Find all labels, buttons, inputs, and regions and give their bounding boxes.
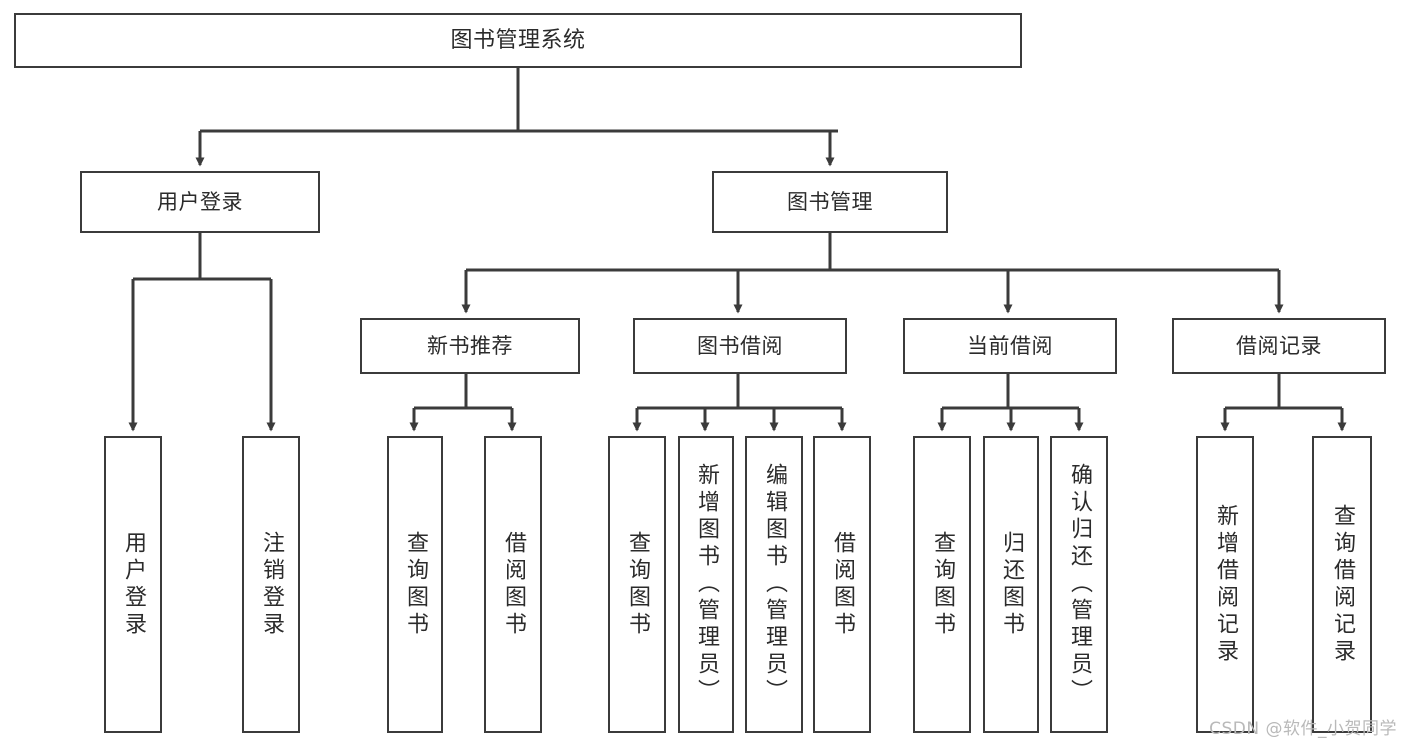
node-user-login-label: 用户登录: [157, 189, 243, 214]
node-leaf-confirm-return-label: 确认归还（管理员）: [1067, 463, 1092, 706]
node-leaf-logout-label: 注销登录: [259, 530, 284, 639]
node-leaf-query-book-rec-label: 查询图书: [403, 530, 428, 639]
node-leaf-borrow-book-rec-label: 借阅图书: [501, 530, 526, 639]
node-root-label: 图书管理系统: [450, 27, 586, 53]
node-book-manage[interactable]: 图书管理: [712, 171, 948, 233]
node-leaf-borrow-book-rec[interactable]: 借阅图书: [484, 436, 542, 733]
node-leaf-user-login[interactable]: 用户登录: [104, 436, 162, 733]
node-leaf-return-book[interactable]: 归还图书: [983, 436, 1039, 733]
node-leaf-confirm-return[interactable]: 确认归还（管理员）: [1050, 436, 1108, 733]
node-leaf-add-record[interactable]: 新增借阅记录: [1196, 436, 1254, 733]
node-user-login[interactable]: 用户登录: [80, 171, 320, 233]
node-leaf-query-record-label: 查询借阅记录: [1330, 503, 1355, 666]
node-current-borrow-label: 当前借阅: [967, 333, 1053, 358]
node-borrow-record[interactable]: 借阅记录: [1172, 318, 1386, 374]
node-leaf-query-record[interactable]: 查询借阅记录: [1312, 436, 1372, 733]
node-new-book-rec[interactable]: 新书推荐: [360, 318, 580, 374]
node-leaf-return-book-label: 归还图书: [999, 530, 1024, 639]
node-book-borrow-label: 图书借阅: [697, 333, 783, 358]
node-leaf-add-book[interactable]: 新增图书（管理员）: [678, 436, 734, 733]
node-new-book-rec-label: 新书推荐: [427, 333, 513, 358]
node-current-borrow[interactable]: 当前借阅: [903, 318, 1117, 374]
node-leaf-query-book-borrow[interactable]: 查询图书: [608, 436, 666, 733]
node-leaf-user-login-label: 用户登录: [121, 530, 146, 639]
node-leaf-query-book-borrow-label: 查询图书: [625, 530, 650, 639]
node-leaf-add-record-label: 新增借阅记录: [1213, 503, 1238, 666]
node-leaf-edit-book[interactable]: 编辑图书（管理员）: [745, 436, 803, 733]
node-leaf-edit-book-label: 编辑图书（管理员）: [762, 463, 787, 706]
node-borrow-record-label: 借阅记录: [1236, 333, 1322, 358]
node-leaf-query-book-cur[interactable]: 查询图书: [913, 436, 971, 733]
node-leaf-query-book-cur-label: 查询图书: [930, 530, 955, 639]
node-leaf-add-book-label: 新增图书（管理员）: [694, 463, 719, 706]
node-leaf-logout[interactable]: 注销登录: [242, 436, 300, 733]
node-book-borrow[interactable]: 图书借阅: [633, 318, 847, 374]
node-leaf-borrow-book[interactable]: 借阅图书: [813, 436, 871, 733]
node-leaf-borrow-book-label: 借阅图书: [830, 530, 855, 639]
node-book-manage-label: 图书管理: [787, 189, 873, 214]
node-root[interactable]: 图书管理系统: [14, 13, 1022, 68]
node-leaf-query-book-rec[interactable]: 查询图书: [387, 436, 443, 733]
